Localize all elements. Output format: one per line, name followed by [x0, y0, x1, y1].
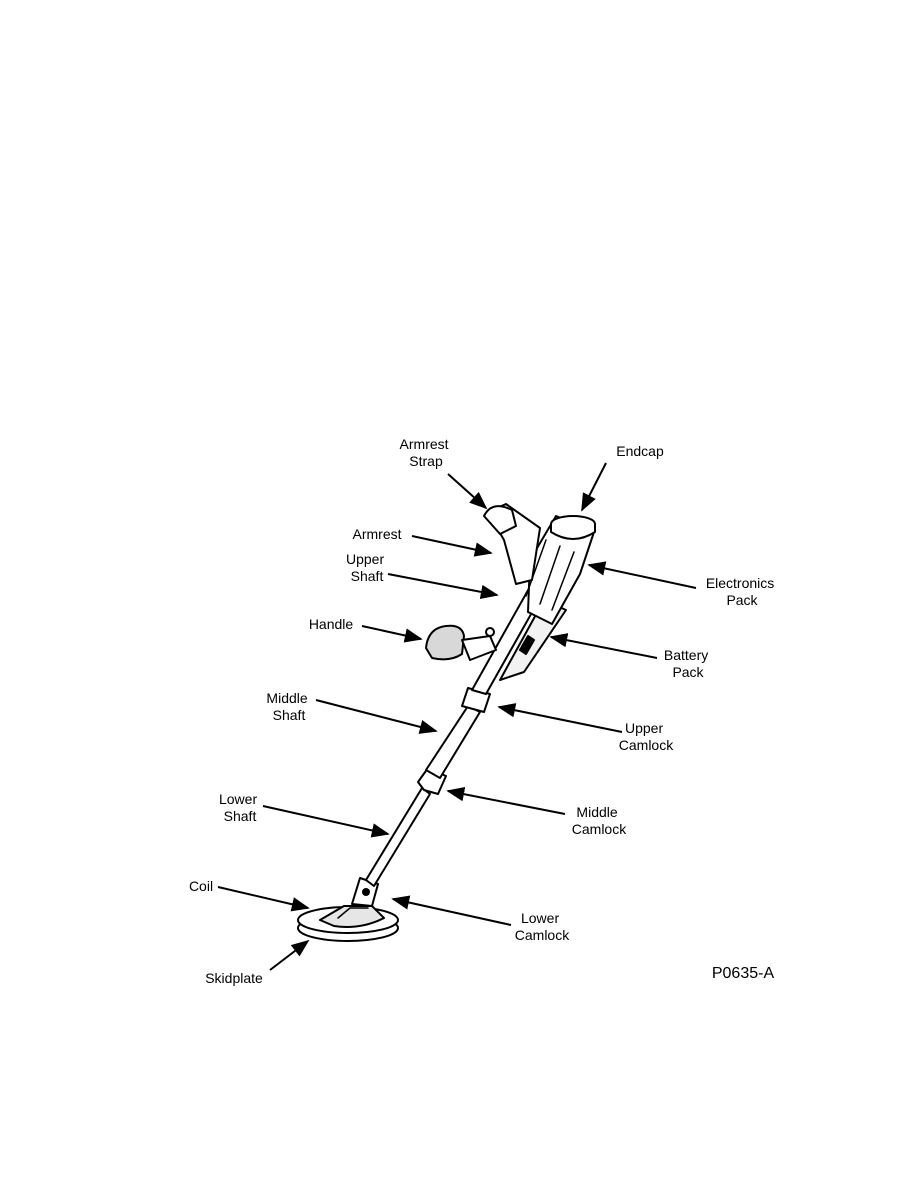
middle-shaft-shape — [425, 705, 481, 779]
label-endcap: Endcap — [616, 443, 664, 459]
label-battery-pack: Battery Pack — [664, 647, 712, 680]
lower-shaft-arrow — [262, 805, 390, 838]
armrest-strap-arrow — [447, 473, 488, 510]
lower-camlock-arrow — [391, 895, 512, 926]
label-lower-camlock: Lower Camlock — [515, 910, 570, 943]
armrest-arrow — [411, 535, 493, 557]
middle-camlock-arrow — [446, 787, 566, 815]
label-handle: Handle — [309, 616, 354, 632]
label-upper-shaft: Upper Shaft — [346, 551, 388, 584]
lower-shaft-shape — [365, 787, 431, 887]
handle-arrow — [361, 625, 423, 643]
label-coil: Coil — [189, 878, 213, 894]
upper-camlock-arrow — [497, 703, 623, 733]
label-skidplate: Skidplate — [205, 970, 263, 986]
callout-labels: Armrest Strap Endcap Armrest Upper Shaft… — [189, 436, 778, 986]
upper-shaft-arrow — [387, 573, 499, 600]
leader-arrows — [217, 462, 697, 971]
label-electronics-pack: Electronics Pack — [706, 575, 778, 608]
coil-assembly — [297, 905, 399, 942]
handle-shape — [425, 624, 497, 661]
label-armrest: Armrest — [353, 526, 402, 542]
electronics-pack-arrow — [587, 561, 697, 589]
label-middle-camlock: Middle Camlock — [572, 804, 627, 837]
coil-hub-shape — [319, 905, 385, 928]
battery-pack-arrow — [549, 633, 658, 659]
armrest-strap-shape — [483, 505, 517, 535]
endcap-arrow — [581, 462, 607, 512]
coil-arrow — [217, 886, 310, 912]
metal-detector-illustration — [297, 503, 596, 942]
figure-id: P0635-A — [712, 965, 775, 982]
label-middle-shaft: Middle Shaft — [266, 690, 311, 723]
label-lower-shaft: Lower Shaft — [219, 791, 261, 824]
label-upper-camlock: Upper Camlock — [619, 720, 674, 753]
skidplate-arrow — [269, 939, 310, 971]
middle-shaft-arrow — [315, 699, 438, 734]
label-armrest-strap: Armrest Strap — [400, 436, 453, 469]
